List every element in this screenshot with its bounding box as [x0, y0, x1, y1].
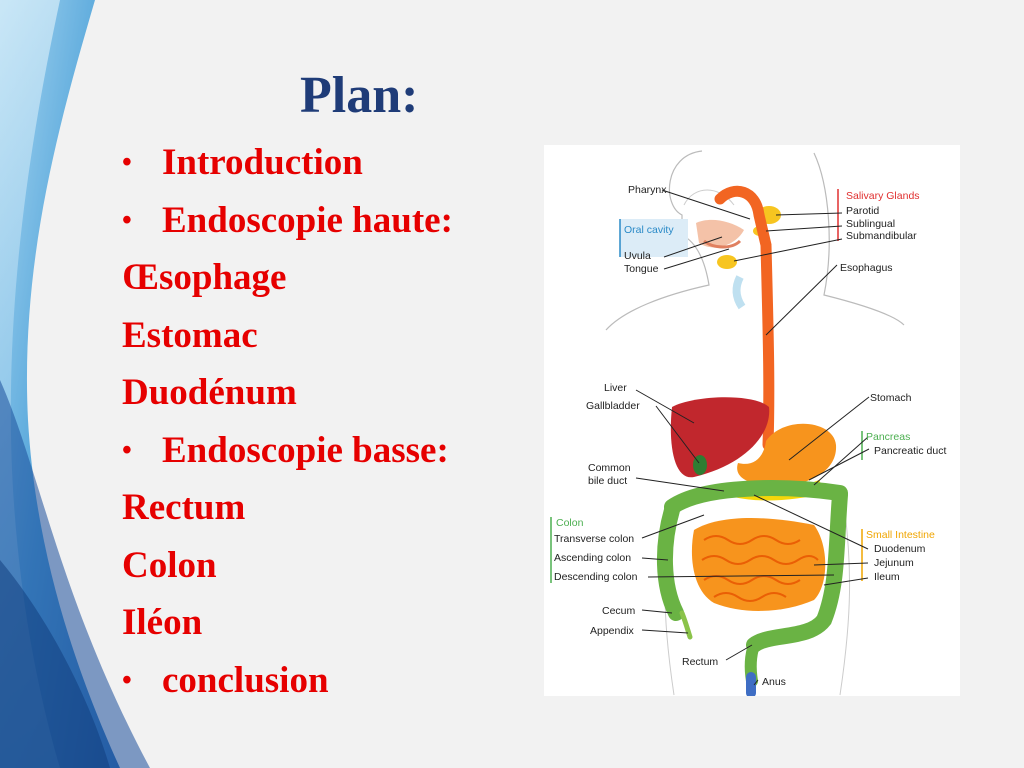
label-ascending-colon: Ascending colon [554, 552, 631, 564]
label-colon: Colon [556, 517, 584, 529]
list-item: • conclusion [122, 658, 453, 716]
label-parotid: Parotid [846, 205, 879, 217]
label-gallbladder: Gallbladder [586, 400, 640, 412]
bullet: • [122, 147, 132, 178]
label-descending-colon: Descending colon [554, 571, 638, 583]
list-item: Rectum [122, 485, 453, 543]
label-esophagus: Esophagus [840, 262, 893, 274]
label-pancreas: Pancreas [866, 431, 910, 443]
label-small-intestine: Small Intestine [866, 529, 935, 541]
digestive-system-illustration: Pharynx Salivary Glands Parotid Sublingu… [550, 150, 946, 696]
label-submandibular: Submandibular [846, 230, 917, 242]
list-item-text: Endoscopie haute: [162, 199, 453, 241]
list-item-text: Duodénum [122, 372, 297, 413]
list-item-text: Introduction [162, 142, 363, 183]
list-item: Colon [122, 543, 453, 601]
label-cecum: Cecum [602, 605, 636, 617]
label-liver: Liver [604, 382, 627, 394]
label-ileum: Ileum [874, 571, 900, 583]
label-pharynx: Pharynx [628, 184, 667, 196]
list-item: • Introduction [122, 140, 453, 198]
label-anus: Anus [762, 676, 786, 688]
bullet: • [122, 434, 132, 466]
list-item-text: conclusion [162, 659, 329, 701]
label-salivary-glands: Salivary Glands [846, 190, 920, 202]
list-item: • Endoscopie haute: [122, 198, 453, 256]
label-tongue: Tongue [624, 263, 659, 275]
label-appendix: Appendix [590, 625, 635, 637]
label-rectum: Rectum [682, 656, 718, 668]
list-item-text: Colon [122, 544, 217, 586]
label-transverse-colon: Transverse colon [554, 533, 634, 545]
bullet: • [122, 204, 132, 236]
label-uvula: Uvula [624, 250, 651, 262]
label-sublingual: Sublingual [846, 218, 895, 230]
list-item-text: Œsophage [122, 257, 287, 298]
list-item: • Endoscopie basse: [122, 428, 453, 486]
list-item: Œsophage [122, 255, 453, 313]
list-item-text: Iléon [122, 602, 203, 643]
label-stomach: Stomach [870, 392, 912, 404]
list-item-text: Rectum [122, 487, 246, 528]
list-item-text: Endoscopie basse: [162, 429, 449, 471]
plan-list: • Introduction • Endoscopie haute: Œsophag… [122, 140, 453, 715]
label-common-bile-duct-2: bile duct [588, 475, 627, 487]
label-duodenum: Duodenum [874, 543, 926, 555]
bullet: • [122, 664, 132, 696]
list-item: Duodénum [122, 370, 453, 428]
list-item: Iléon [122, 600, 453, 658]
label-jejunum: Jejunum [874, 557, 914, 569]
label-common-bile-duct: Common [588, 462, 631, 474]
list-item: Estomac [122, 313, 453, 371]
label-oral-cavity: Oral cavity [624, 224, 674, 236]
list-item-text: Estomac [122, 314, 258, 356]
digestive-system-diagram: Pharynx Salivary Glands Parotid Sublingu… [544, 145, 960, 696]
label-pancreatic-duct: Pancreatic duct [874, 445, 946, 457]
page-title: Plan: [300, 67, 419, 124]
